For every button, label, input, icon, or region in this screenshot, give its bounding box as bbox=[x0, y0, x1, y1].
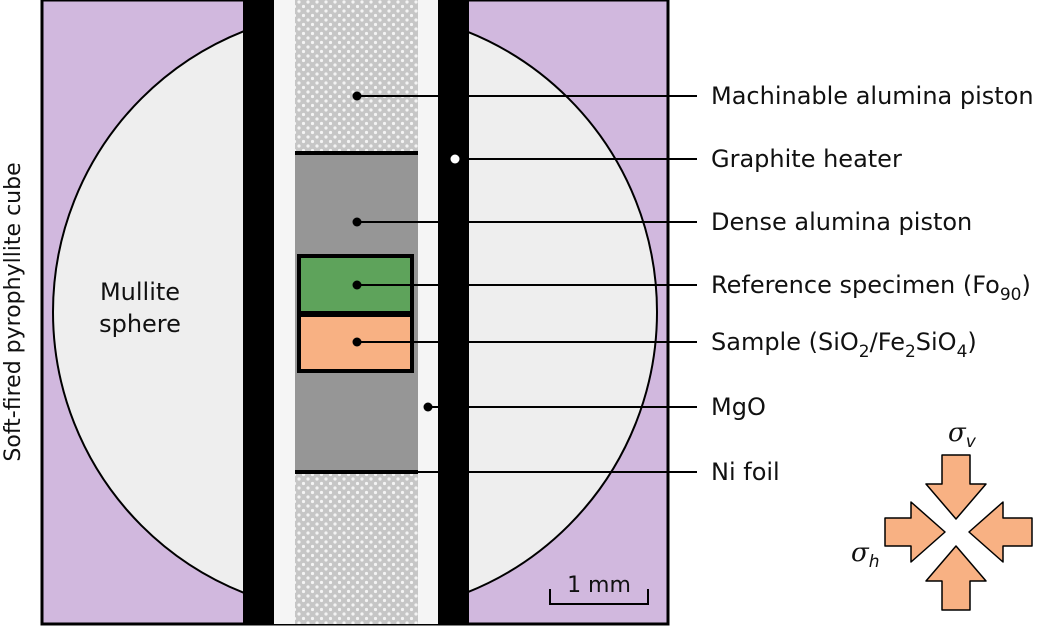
sigma-vertical: σv bbox=[948, 418, 977, 452]
label-machinable-alumina: Machinable alumina piston bbox=[711, 82, 1034, 110]
ni-foil-top bbox=[295, 151, 418, 155]
label-mullite-sphere-line1: Mullite bbox=[100, 278, 180, 306]
scale-bar-label: 1 mm bbox=[567, 573, 631, 598]
scale-bar bbox=[549, 589, 649, 605]
sigma-horizontal: σh bbox=[851, 538, 880, 572]
heater-leader-dot bbox=[450, 154, 460, 164]
arrow-left-icon bbox=[968, 501, 1033, 563]
label-sample: Sample (SiO2/Fe2SiO4) bbox=[711, 328, 977, 362]
graphite-heater-left bbox=[243, 0, 274, 624]
label-graphite-heater: Graphite heater bbox=[711, 145, 902, 173]
graphite-heater-right bbox=[438, 0, 469, 624]
label-ni-foil: Ni foil bbox=[711, 458, 780, 486]
mgo-sleeve-right bbox=[418, 0, 438, 624]
label-reference-specimen: Reference specimen (Fo90) bbox=[711, 271, 1031, 305]
mgo-sleeve-left bbox=[274, 0, 295, 624]
arrow-right-icon bbox=[884, 501, 946, 563]
stress-arrows bbox=[884, 454, 1033, 611]
ni-foil-bottom bbox=[295, 470, 418, 474]
label-mullite-sphere-line2: sphere bbox=[99, 310, 181, 338]
label-mgo: MgO bbox=[711, 393, 766, 421]
arrow-down-icon bbox=[925, 454, 987, 520]
arrow-up-icon bbox=[925, 545, 987, 611]
label-dense-alumina: Dense alumina piston bbox=[711, 208, 972, 236]
leader-dots bbox=[352, 91, 433, 412]
label-pyrophyllite-cube: Soft-fired pyrophyllite cube bbox=[1, 162, 26, 461]
machinable-alumina-texture-bottom bbox=[295, 472, 418, 624]
machinable-alumina-texture-top bbox=[295, 0, 418, 153]
leader-lines bbox=[357, 95, 697, 473]
